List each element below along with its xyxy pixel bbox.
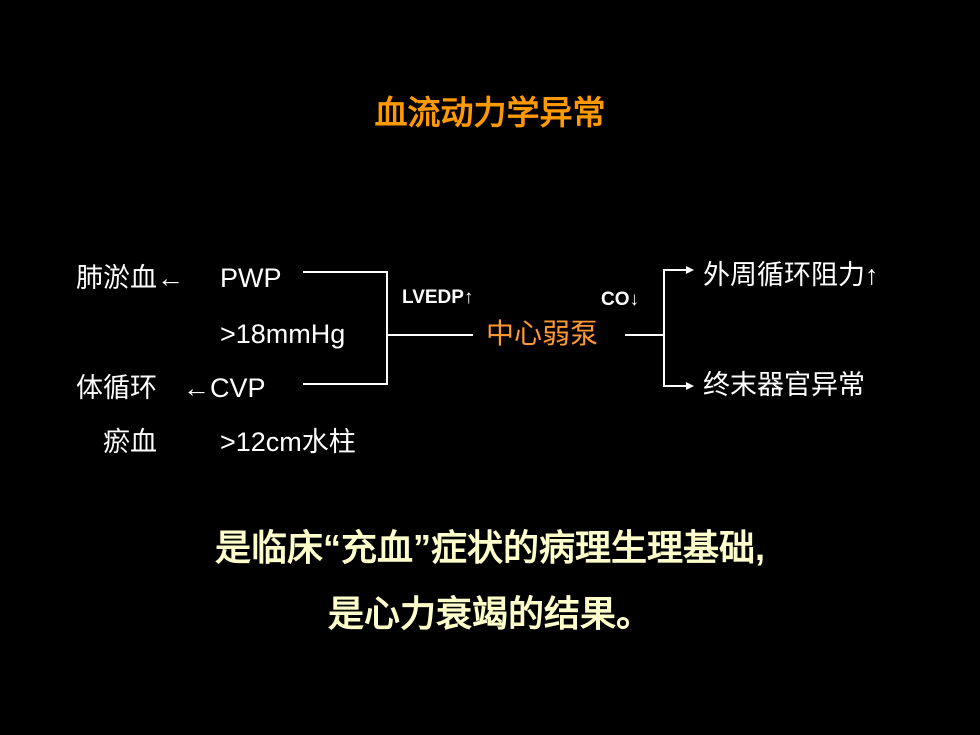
pulmonary-congestion-row: 肺淤血← bbox=[76, 265, 184, 292]
end-organ-abnormality: 终末器官异常 bbox=[703, 370, 865, 400]
cvp-value: >12cm水柱 bbox=[220, 427, 356, 457]
core-weak-pump: 中心弱泵 bbox=[486, 318, 599, 349]
output-bracket bbox=[663, 269, 688, 387]
arrow-left-icon: ← bbox=[157, 263, 184, 293]
arrow-left-icon: ← bbox=[183, 373, 210, 403]
cvp-label: CVP bbox=[210, 373, 266, 403]
pulmonary-congestion-label: 肺淤血 bbox=[76, 263, 157, 293]
pwp-connector bbox=[303, 271, 388, 385]
arrow-right-icon bbox=[686, 266, 694, 274]
co-label: CO↓ bbox=[601, 289, 639, 310]
systemic-circulation-row: 体循环 bbox=[76, 375, 157, 402]
slide-title: 血流动力学异常 bbox=[374, 94, 606, 131]
conclusion-line-2: 是心力衰竭的结果。 bbox=[327, 593, 652, 634]
pwp-value: >18mmHg bbox=[220, 319, 346, 349]
lvedp-label: LVEDP↑ bbox=[402, 287, 474, 308]
conclusion-line-1: 是临床“充血”症状的病理生理基础, bbox=[214, 527, 765, 568]
pwp-label: PWP bbox=[220, 263, 282, 293]
systemic-circulation-label: 体循环 bbox=[76, 373, 157, 403]
arrow-right-icon bbox=[686, 382, 694, 390]
cvp-row: ←CVP bbox=[183, 375, 266, 402]
congestion-label: 瘀血 bbox=[103, 427, 157, 457]
peripheral-resistance: 外周循环阻力↑ bbox=[703, 260, 879, 290]
